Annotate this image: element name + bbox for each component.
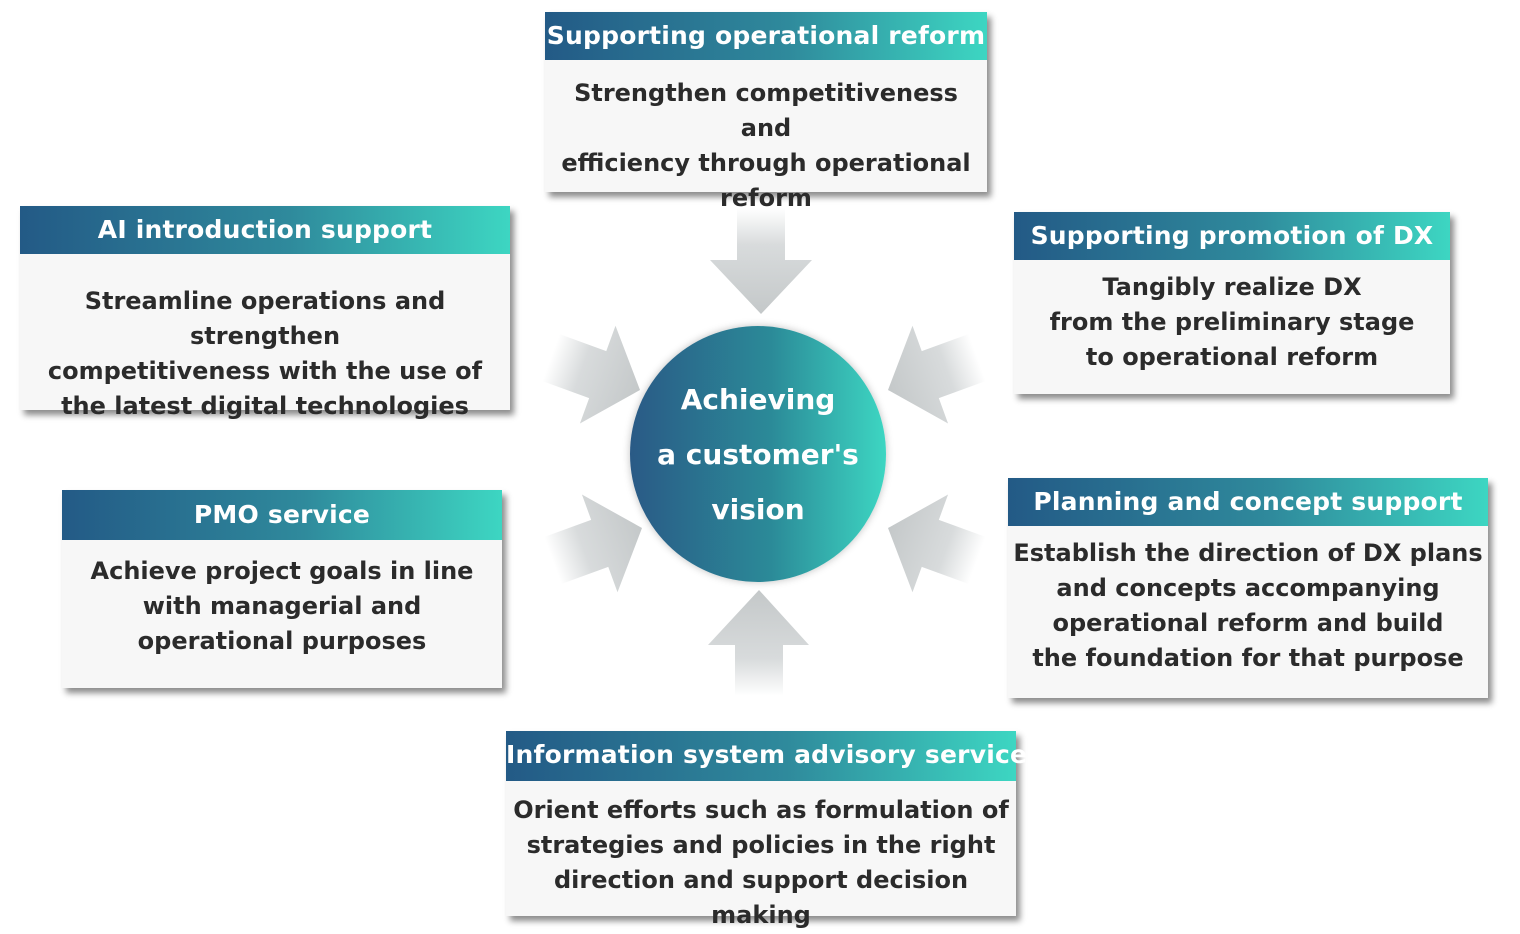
card-pmo: PMO service Achieve project goals in lin… (62, 490, 502, 688)
card-dx-promotion-title: Supporting promotion of DX (1014, 212, 1450, 260)
card-advisory-title: Information system advisory service (506, 731, 1027, 781)
card-ai-support-title: AI introduction support (20, 206, 510, 254)
center-goal-label: Achieving a customer's vision (657, 382, 859, 526)
center-goal-circle: Achieving a customer's vision (630, 326, 886, 582)
arrow-from-bottom (708, 590, 809, 696)
arrow-from-upper-right (888, 325, 986, 424)
card-pmo-body: Achieve project goals in line with manag… (90, 557, 474, 655)
card-ai-support-body: Streamline operations and strengthen com… (47, 287, 483, 420)
card-planning-body: Establish the direction of DX plans and … (1013, 539, 1483, 672)
card-pmo-title: PMO service (62, 490, 502, 540)
arrow-from-top (710, 208, 812, 314)
arrow-from-upper-left (542, 325, 640, 424)
card-advisory: Information system advisory service Orie… (506, 731, 1027, 929)
card-planning: Planning and concept support Establish t… (1008, 478, 1488, 698)
arrow-from-lower-right (888, 494, 986, 593)
card-operational-reform: Supporting operational reform Strengthen… (545, 12, 987, 212)
arrow-from-lower-left (544, 494, 642, 593)
card-planning-title: Planning and concept support (1008, 478, 1488, 526)
card-advisory-body: Orient efforts such as formulation of st… (513, 796, 1009, 929)
card-operational-reform-body: Strengthen competitiveness and efficienc… (561, 79, 971, 212)
card-operational-reform-title: Supporting operational reform (545, 12, 987, 60)
card-ai-support: AI introduction support Streamline opera… (20, 206, 510, 420)
card-dx-promotion-body: Tangibly realize DX from the preliminary… (1049, 273, 1415, 371)
card-dx-promotion: Supporting promotion of DX Tangibly real… (1014, 212, 1450, 394)
